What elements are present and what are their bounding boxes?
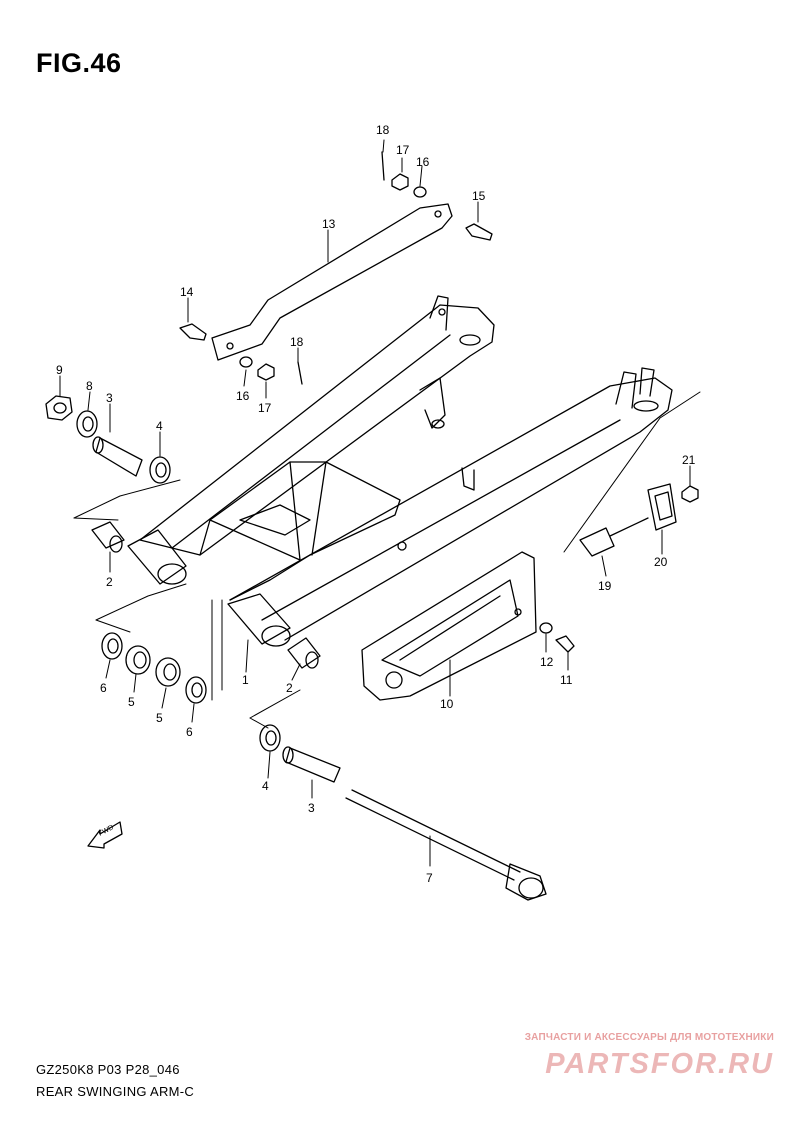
callout-5-left: 5 xyxy=(128,695,135,709)
leader-lines xyxy=(59,139,691,867)
figure-caption: REAR SWINGING ARM-C xyxy=(36,1084,195,1099)
callout-11: 11 xyxy=(560,673,573,687)
callout-8: 8 xyxy=(86,379,93,393)
callout-6-left: 6 xyxy=(100,681,107,695)
callout-2-lower: 2 xyxy=(286,681,293,695)
callout-21: 21 xyxy=(682,453,696,467)
figure-title: FIG.46 xyxy=(36,48,122,78)
callout-2-upper: 2 xyxy=(106,575,113,589)
callout-3-lower: 3 xyxy=(308,801,315,815)
guide-lines xyxy=(73,391,701,729)
callout-labels: 18 17 16 15 13 14 18 16 17 9 8 3 4 21 2 … xyxy=(56,123,696,885)
callout-5-right: 5 xyxy=(156,711,163,725)
rear-brace xyxy=(211,203,453,361)
callout-10: 10 xyxy=(440,697,454,711)
callout-12: 12 xyxy=(540,655,554,669)
watermark-brand: PARTSFOR.RU xyxy=(545,1048,774,1080)
callout-16-top: 16 xyxy=(416,155,430,169)
callout-17-top: 17 xyxy=(396,143,410,157)
watermark-tagline: ЗАПЧАСТИ И АКСЕССУАРЫ ДЛЯ МОТОТЕХНИКИ xyxy=(524,1032,774,1043)
callout-15: 15 xyxy=(472,189,486,203)
callout-17-mid: 17 xyxy=(258,401,272,415)
callout-16-mid: 16 xyxy=(236,389,250,403)
callout-1: 1 xyxy=(242,673,249,687)
callout-3-upper: 3 xyxy=(106,391,113,405)
callout-18-mid: 18 xyxy=(290,335,304,349)
chain-case xyxy=(361,551,537,701)
callout-4-lower: 4 xyxy=(262,779,269,793)
fwd-arrow-icon: FWD xyxy=(87,821,123,849)
callout-14: 14 xyxy=(180,285,194,299)
fasteners xyxy=(45,151,699,783)
callout-18-top: 18 xyxy=(376,123,390,137)
callout-7: 7 xyxy=(426,871,433,885)
callout-6-right: 6 xyxy=(186,725,193,739)
callout-4-upper: 4 xyxy=(156,419,163,433)
swing-arm xyxy=(127,295,673,647)
pivot-axle xyxy=(345,789,547,901)
callout-13: 13 xyxy=(322,217,336,231)
model-code: GZ250K8 P03 P28_046 xyxy=(36,1062,180,1077)
callout-20: 20 xyxy=(654,555,668,569)
callout-19: 19 xyxy=(598,579,612,593)
callout-9: 9 xyxy=(56,363,63,377)
